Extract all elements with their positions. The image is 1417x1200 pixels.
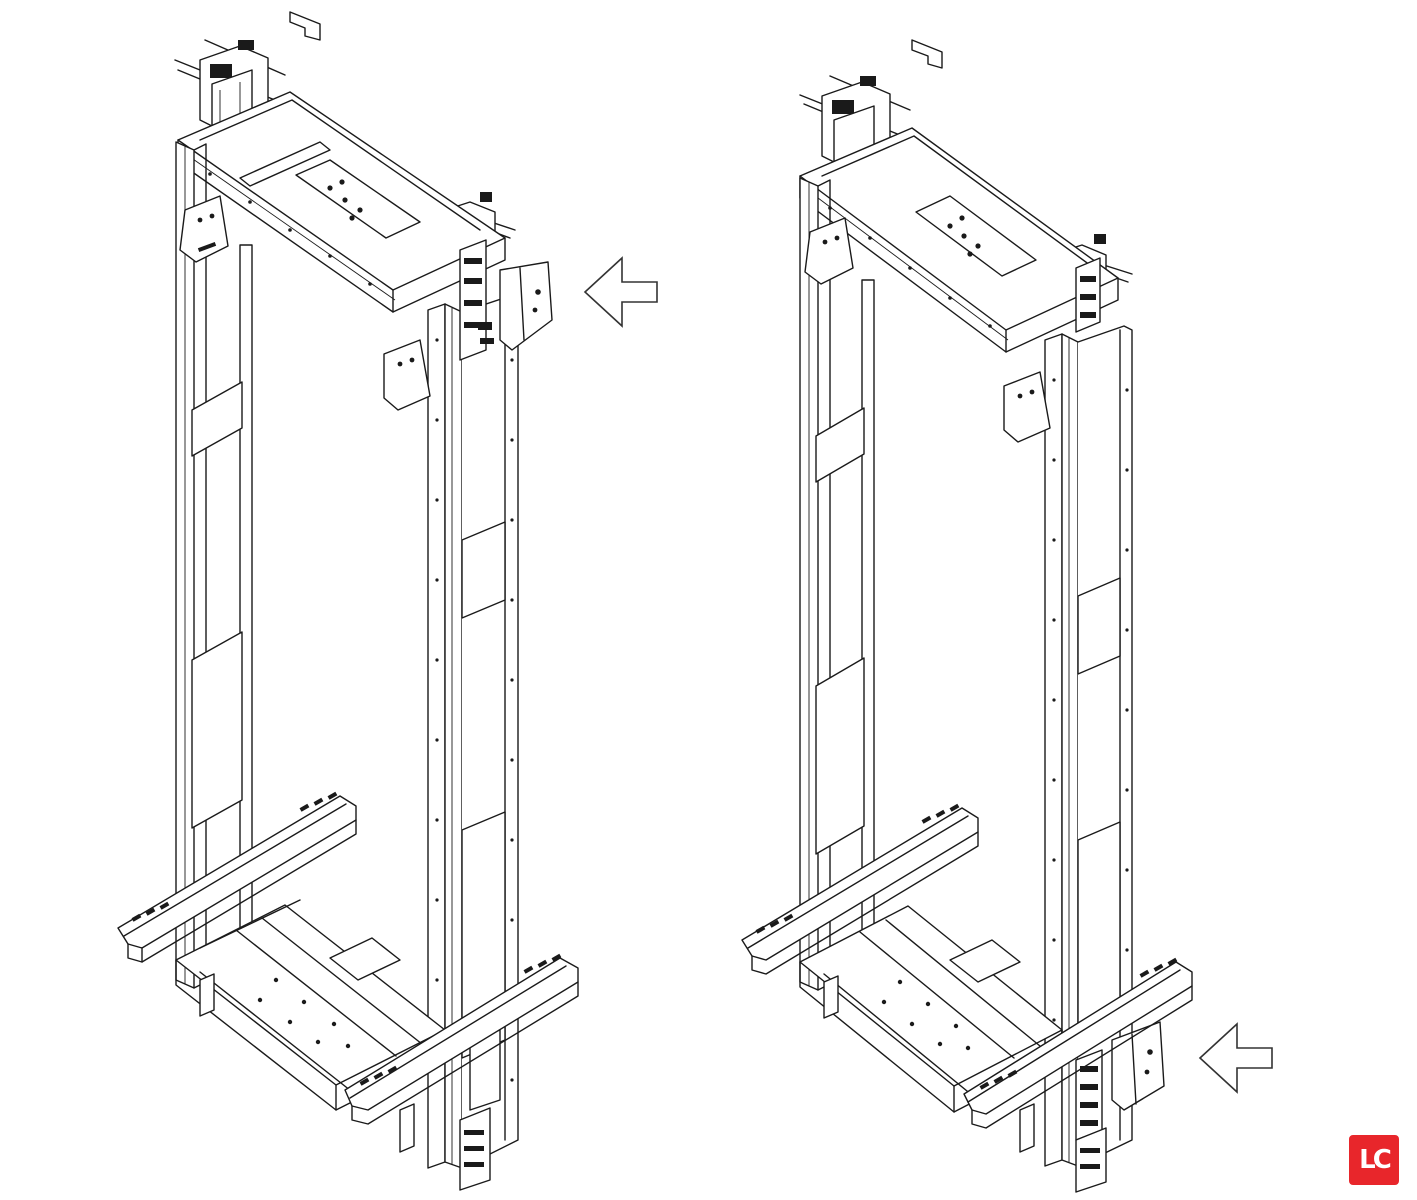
lc-logo: LC xyxy=(1349,1135,1399,1185)
elevator-car-frame-left xyxy=(117,11,579,1191)
crosshead-right xyxy=(799,127,1119,353)
channel-beam-upper-right xyxy=(741,803,979,975)
channel-beam-upper-left xyxy=(117,791,357,963)
guide-shoe-upper-left xyxy=(459,239,553,361)
stile-left-front xyxy=(383,295,519,1169)
stile-right-front xyxy=(1003,325,1133,1167)
elevator-car-frame-right xyxy=(741,39,1193,1193)
guide-shoe-lower-left xyxy=(459,1029,501,1191)
stile-right-rear xyxy=(799,177,875,991)
stile-left-rear xyxy=(175,141,253,989)
crosshead-left xyxy=(177,91,506,313)
guide-shoe-upper-right xyxy=(1075,257,1101,333)
channel-beam-lower-right xyxy=(963,957,1193,1129)
channel-beam-lower-left xyxy=(344,953,579,1125)
stile-holes-left xyxy=(435,338,514,1082)
left-arrow-icon xyxy=(583,256,658,328)
platform-frame-right xyxy=(799,905,1063,1153)
platform-frame-left xyxy=(175,899,446,1153)
right-arrow-icon xyxy=(1198,1022,1273,1094)
